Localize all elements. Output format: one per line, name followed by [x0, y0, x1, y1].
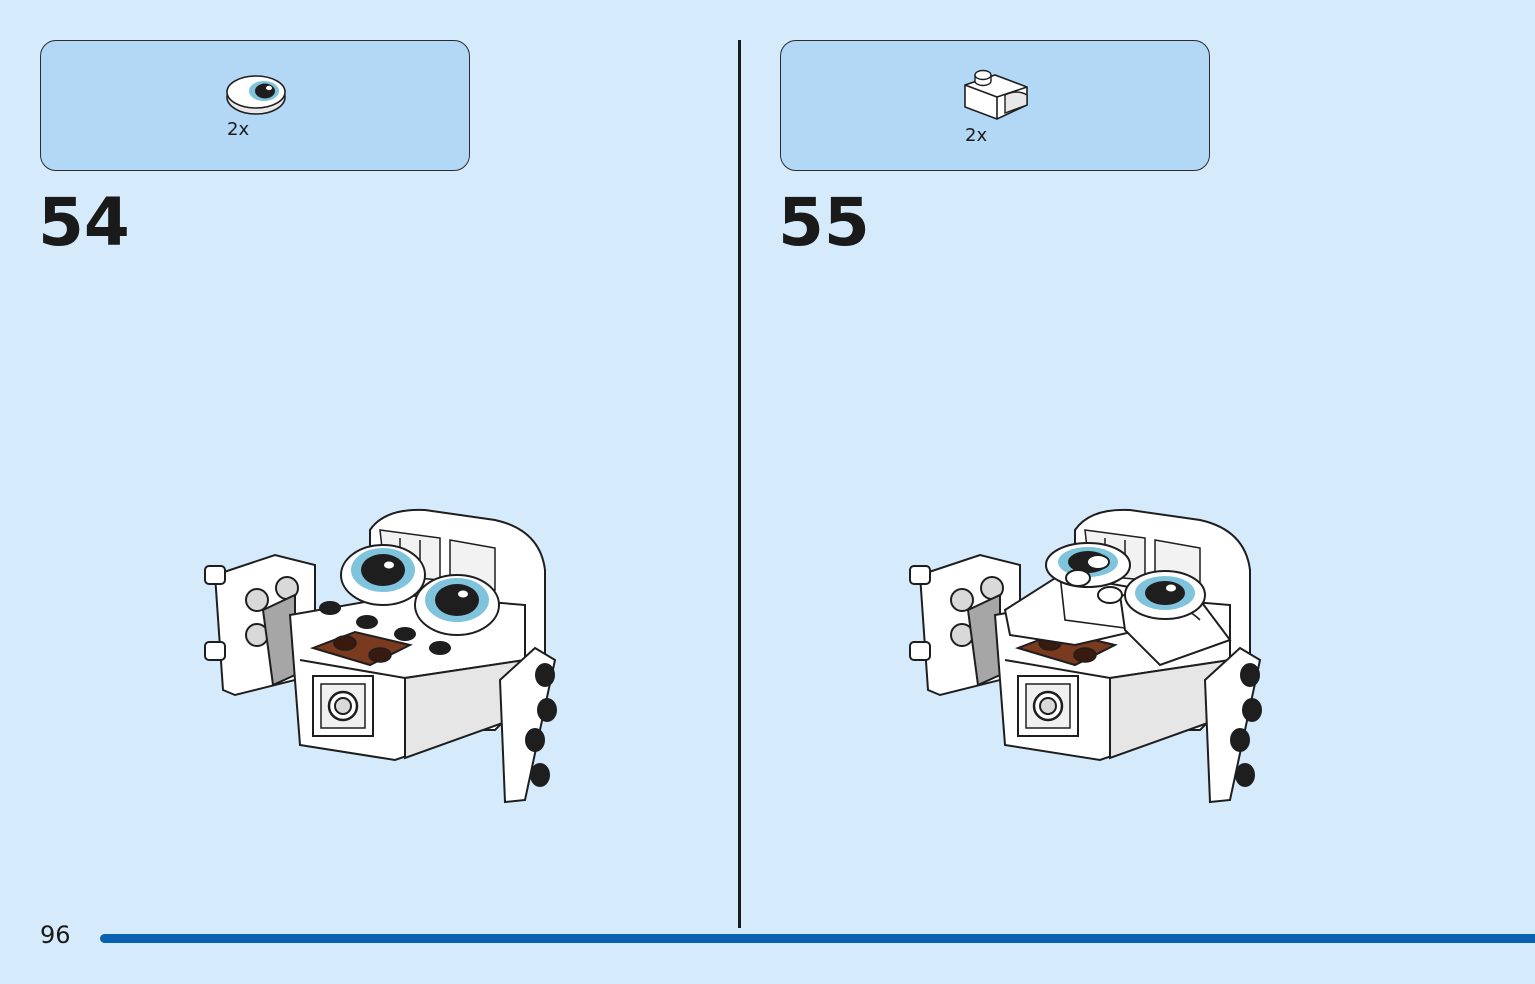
parts-callout-step-55: 2x	[780, 40, 1210, 171]
step-number: 55	[778, 184, 870, 261]
page-number: 96	[40, 921, 71, 949]
model-assembly-step-55	[909, 508, 1262, 804]
step-divider	[738, 40, 741, 928]
step-number: 54	[38, 184, 130, 261]
part-quantity: 2x	[227, 119, 250, 140]
footer-bar	[100, 934, 1535, 943]
parts-callout-step-54: 2x	[40, 40, 470, 171]
model-assembly-step-54	[204, 508, 557, 804]
part-quantity: 2x	[965, 125, 988, 146]
round-eye-tile-icon	[226, 75, 286, 115]
white-slope-brick-icon	[964, 69, 1028, 120]
